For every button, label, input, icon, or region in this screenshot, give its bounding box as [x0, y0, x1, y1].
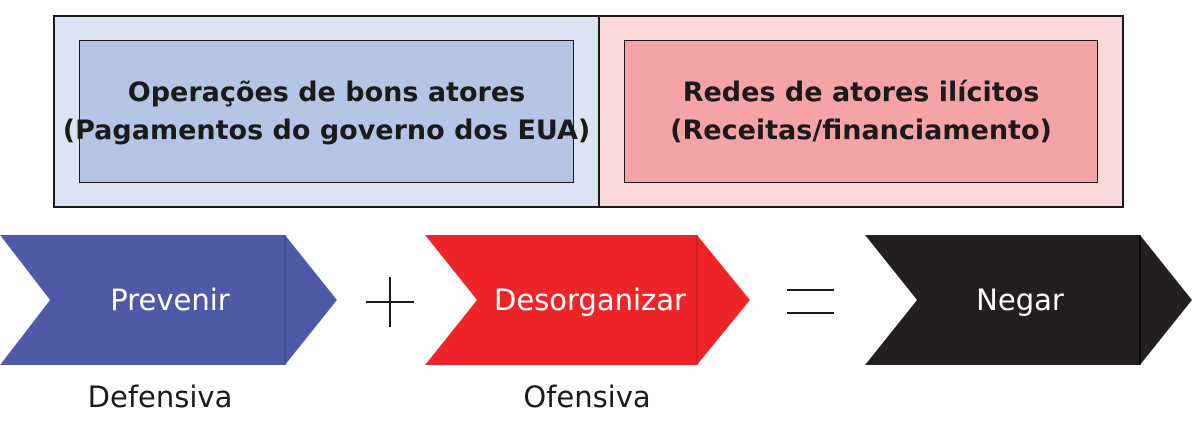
- good-actors-panel: Operações de bons atores (Pagamentos do …: [55, 17, 600, 206]
- illicit-actors-title: Redes de atores ilícitos: [682, 76, 1040, 108]
- illicit-actors-subtitle: (Receitas/financiamento): [670, 114, 1052, 146]
- illicit-actors-panel: Redes de atores ilícitos (Receitas/finan…: [600, 17, 1122, 206]
- top-frame: Operações de bons atores (Pagamentos do …: [53, 15, 1124, 208]
- deny-label: Negar: [976, 283, 1064, 317]
- disrupt-chevron: [425, 235, 750, 365]
- defensive-label: Defensiva: [87, 380, 233, 414]
- illicit-actors-box: Redes de atores ilícitos (Receitas/finan…: [624, 40, 1098, 183]
- plus-icon: [366, 277, 414, 327]
- disrupt-label: Desorganizar: [494, 283, 686, 317]
- deny-chevron: [865, 235, 1192, 365]
- equals-icon: [787, 289, 834, 314]
- prevent-chevron: [0, 235, 337, 365]
- offensive-label: Ofensiva: [523, 380, 651, 414]
- good-actors-title: Operações de bons atores: [127, 76, 526, 108]
- good-actors-subtitle: (Pagamentos do governo dos EUA): [62, 114, 591, 146]
- good-actors-box: Operações de bons atores (Pagamentos do …: [63, 40, 590, 183]
- prevent-label: Prevenir: [110, 283, 230, 317]
